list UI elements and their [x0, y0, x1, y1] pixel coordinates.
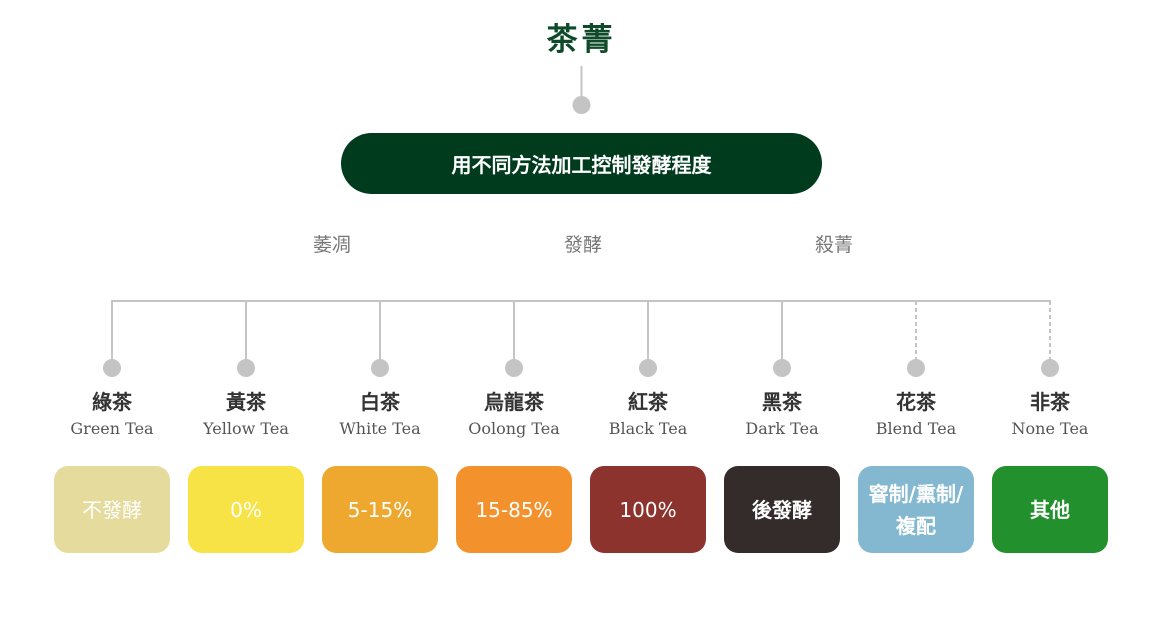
fermentation-level-yellow-tea: 0%	[230, 497, 262, 522]
fermentation-box-black-tea: 100%	[590, 466, 706, 553]
tea-english-dark-tea: Dark Tea	[745, 419, 819, 438]
tea-english-white-tea: White Tea	[339, 419, 421, 438]
tea-name-blend-tea: 花茶	[896, 390, 936, 414]
tea-english-black-tea: Black Tea	[608, 419, 688, 438]
fermentation-box-none-tea: 其他	[992, 466, 1108, 553]
tea-name-white-tea: 白茶	[360, 390, 400, 414]
node-dot-none-tea	[1041, 359, 1059, 377]
process-label-fermentation: 發酵	[563, 234, 602, 256]
tea-name-yellow-tea: 黃茶	[226, 390, 266, 414]
tea-name-black-tea: 紅茶	[628, 390, 668, 414]
tea-name-oolong-tea: 烏龍茶	[484, 390, 544, 414]
tea-english-none-tea: None Tea	[1011, 419, 1089, 438]
tea-name-green-tea: 綠茶	[92, 390, 132, 414]
fermentation-level-green-tea: 不發酵	[82, 497, 142, 522]
process-label-fixing: 殺菁	[814, 234, 853, 256]
fermentation-level-none-tea: 其他	[1030, 497, 1070, 522]
tea-name-none-tea: 非茶	[1030, 390, 1070, 414]
tea-english-oolong-tea: Oolong Tea	[468, 419, 560, 438]
fermentation-box-blend-tea: 窨制/熏制/複配	[858, 466, 974, 553]
tea-english-blend-tea: Blend Tea	[875, 419, 957, 438]
root-node-dot	[572, 96, 591, 114]
tea-english-green-tea: Green Tea	[70, 419, 154, 438]
fermentation-level-dark-tea: 後發酵	[752, 497, 812, 522]
fermentation-level-black-tea: 100%	[619, 497, 677, 522]
node-dot-dark-tea	[773, 359, 791, 377]
fermentation-level-blend-tea: 窨制/熏制/複配	[868, 481, 964, 538]
fermentation-box-white-tea: 5-15%	[322, 466, 438, 553]
fermentation-box-yellow-tea: 0%	[188, 466, 304, 553]
node-dot-green-tea	[103, 359, 121, 377]
diagram-title: 茶菁	[546, 22, 617, 58]
fermentation-box-oolong-tea: 15-85%	[456, 466, 572, 553]
node-dot-white-tea	[371, 359, 389, 377]
process-root-pill: 用不同方法加工控制發酵程度	[341, 133, 822, 194]
tea-english-yellow-tea: Yellow Tea	[203, 419, 289, 438]
node-dot-yellow-tea	[237, 359, 255, 377]
node-dot-blend-tea	[907, 359, 925, 377]
tea-name-dark-tea: 黑茶	[762, 390, 802, 414]
fermentation-level-white-tea: 5-15%	[347, 497, 413, 522]
fermentation-box-dark-tea: 後發酵	[724, 466, 840, 553]
process-label-withering: 萎凋	[312, 234, 351, 256]
node-dot-oolong-tea	[505, 359, 523, 377]
fermentation-box-green-tea: 不發酵	[54, 466, 170, 553]
node-dot-black-tea	[639, 359, 657, 377]
fermentation-level-oolong-tea: 15-85%	[475, 497, 553, 522]
